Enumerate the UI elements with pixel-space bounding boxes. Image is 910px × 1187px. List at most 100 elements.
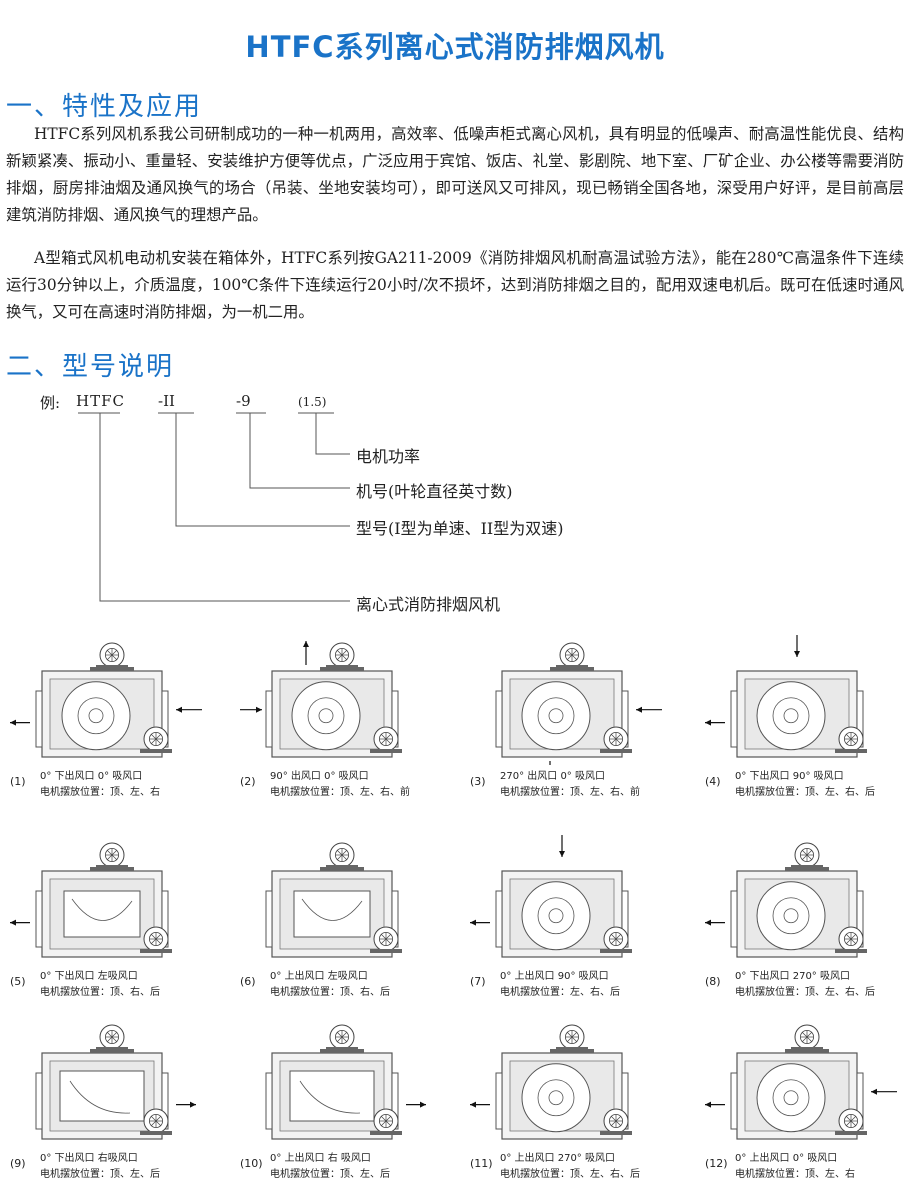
airflow-arrow-icon — [10, 719, 30, 726]
code-htfc: HTFC — [76, 392, 125, 410]
fan-box-illustration — [10, 642, 202, 758]
airflow-arrow-icon — [871, 1088, 897, 1095]
config-motor-position: 电机摆放位置：左、右、后 — [500, 987, 620, 998]
config-outlet-inlet: 0° 下出风口 270° 吸风口 — [735, 971, 850, 982]
config-cell: (6) 0° 上出风口 左吸风口电机摆放位置：顶、右、后 — [240, 825, 445, 1005]
config-number: (10) — [240, 1157, 263, 1170]
example-prefix: 例: — [40, 394, 61, 412]
label-model-type: 型号(I型为单速、II型为双速) — [356, 519, 564, 538]
label-machine-number: 机号(叶轮直径英寸数) — [356, 482, 513, 501]
config-cell: (4) 0° 下出风口 90° 吸风口电机摆放位置：顶、左、右、后 — [705, 625, 910, 805]
fan-box-illustration — [705, 1024, 897, 1140]
motor-icon — [326, 1024, 358, 1051]
airflow-arrow-icon — [240, 706, 262, 713]
motor-icon — [96, 842, 128, 869]
airflow-arrow-icon — [10, 919, 30, 926]
config-number: (7) — [470, 975, 486, 988]
motor-icon — [140, 1108, 172, 1135]
config-motor-position: 电机摆放位置：顶、左、后 — [40, 1169, 160, 1180]
config-number: (11) — [470, 1157, 493, 1170]
configuration-grid: (1) 0° 下出风口 0° 吸风口电机摆放位置：顶、左、右 (2) 90° 出风口 … — [0, 625, 910, 1185]
config-cell: (8) 0° 下出风口 270° 吸风口电机摆放位置：顶、左、右、后 — [705, 825, 910, 1005]
motor-icon — [96, 642, 128, 669]
label-fan-series: 离心式消防排烟风机 — [356, 595, 501, 614]
config-cell: (12) 0° 上出风口 0° 吸风口电机摆放位置：顶、左、右 — [705, 1007, 910, 1187]
config-motor-position: 电机摆放位置：顶、右、后 — [270, 987, 390, 998]
section-heading-features: 一、特性及应用 — [6, 92, 203, 122]
config-outlet-inlet: 0° 上出风口 左吸风口 — [270, 971, 368, 982]
config-cell: (9) 0° 下出风口 右吸风口电机摆放位置：顶、左、后 — [10, 1007, 215, 1187]
config-motor-position: 电机摆放位置：顶、左、右、后 — [500, 1169, 640, 1180]
motor-icon — [370, 726, 402, 753]
airflow-arrow-icon — [303, 641, 309, 665]
motor-icon — [370, 1108, 402, 1135]
section-heading-model: 二、型号说明 — [6, 352, 175, 382]
fan-box-illustration — [10, 842, 172, 958]
config-motor-position: 电机摆放位置：顶、右、后 — [40, 987, 160, 998]
fan-box-illustration — [470, 835, 632, 958]
fan-box-illustration — [265, 842, 402, 958]
config-outlet-inlet: 0° 下出风口 0° 吸风口 — [40, 771, 143, 782]
config-number: (6) — [240, 975, 256, 988]
config-outlet-inlet: 0° 上出风口 右 吸风口 — [270, 1153, 371, 1164]
config-number: (4) — [705, 775, 721, 788]
motor-icon — [835, 926, 867, 953]
fan-box-illustration — [35, 1024, 196, 1140]
airflow-arrow-icon — [705, 719, 725, 726]
config-number: (8) — [705, 975, 721, 988]
config-outlet-inlet: 0° 上出风口 0° 吸风口 — [735, 1153, 838, 1164]
airflow-arrow-icon — [470, 1101, 490, 1108]
config-outlet-inlet: 270° 出风口 0° 吸风口 — [500, 771, 605, 782]
config-outlet-inlet: 90° 出风口 0° 吸风口 — [270, 771, 369, 782]
config-cell: (5) 0° 下出风口 左吸风口电机摆放位置：顶、右、后 — [10, 825, 215, 1005]
config-motor-position: 电机摆放位置：顶、左、右 — [40, 787, 160, 798]
airflow-arrow-icon — [705, 919, 725, 926]
code-size: -9 — [236, 392, 251, 410]
config-number: (9) — [10, 1157, 26, 1170]
config-motor-position: 电机摆放位置：顶、左、右、后 — [735, 987, 875, 998]
config-outlet-inlet: 0° 上出风口 270° 吸风口 — [500, 1153, 615, 1164]
config-cell: (11) 0° 上出风口 270° 吸风口电机摆放位置：顶、左、右、后 — [470, 1007, 675, 1187]
config-motor-position: 电机摆放位置：顶、左、后 — [270, 1169, 390, 1180]
page-title: HTFC系列离心式消防排烟风机 — [245, 30, 665, 64]
airflow-arrow-icon — [176, 706, 202, 713]
motor-icon — [600, 1108, 632, 1135]
config-cell: (2) 90° 出风口 0° 吸风口电机摆放位置：顶、左、右、前 — [240, 625, 445, 805]
config-number: (5) — [10, 975, 26, 988]
fan-box-illustration — [705, 842, 867, 958]
motor-icon — [556, 642, 588, 669]
config-outlet-inlet: 0° 下出风口 左吸风口 — [40, 971, 138, 982]
config-number: (3) — [470, 775, 486, 788]
features-paragraph-2: A型箱式风机电动机安装在箱体外，HTFC系列按GA211-2009《消防排烟风机… — [6, 249, 904, 321]
fan-box-illustration — [705, 635, 867, 758]
config-outlet-inlet: 0° 下出风口 90° 吸风口 — [735, 771, 844, 782]
config-number: (2) — [240, 775, 256, 788]
code-power: (1.5) — [298, 395, 327, 409]
config-motor-position: 电机摆放位置：顶、左、右 — [735, 1169, 855, 1180]
model-code-connector-lines — [78, 412, 350, 602]
motor-icon — [791, 1024, 823, 1051]
config-motor-position: 电机摆放位置：顶、左、右、前 — [500, 787, 640, 798]
config-motor-position: 电机摆放位置：顶、左、右、前 — [270, 787, 410, 798]
fan-box-illustration — [265, 1024, 426, 1140]
airflow-arrow-icon — [705, 1101, 725, 1108]
motor-icon — [140, 726, 172, 753]
airflow-arrow-icon — [406, 1101, 426, 1108]
motor-icon — [326, 642, 358, 669]
config-outlet-inlet: 0° 下出风口 右吸风口 — [40, 1153, 138, 1164]
features-paragraph-1: HTFC系列风机系我公司研制成功的一种一机两用，高效率、低噪声柜式离心风机，具有… — [6, 125, 904, 224]
fan-box-illustration — [495, 642, 662, 765]
motor-icon — [96, 1024, 128, 1051]
motor-icon — [600, 726, 632, 753]
motor-icon — [835, 1108, 867, 1135]
motor-icon — [600, 926, 632, 953]
config-number: (12) — [705, 1157, 728, 1170]
fan-box-illustration — [470, 1024, 632, 1140]
airflow-arrow-icon — [636, 706, 662, 713]
config-cell: (10) 0° 上出风口 右 吸风口电机摆放位置：顶、左、后 — [240, 1007, 445, 1187]
config-number: (1) — [10, 775, 26, 788]
motor-icon — [835, 726, 867, 753]
config-cell: (1) 0° 下出风口 0° 吸风口电机摆放位置：顶、左、右 — [10, 625, 215, 805]
config-outlet-inlet: 0° 上出风口 90° 吸风口 — [500, 971, 609, 982]
config-motor-position: 电机摆放位置：顶、左、右、后 — [735, 787, 875, 798]
